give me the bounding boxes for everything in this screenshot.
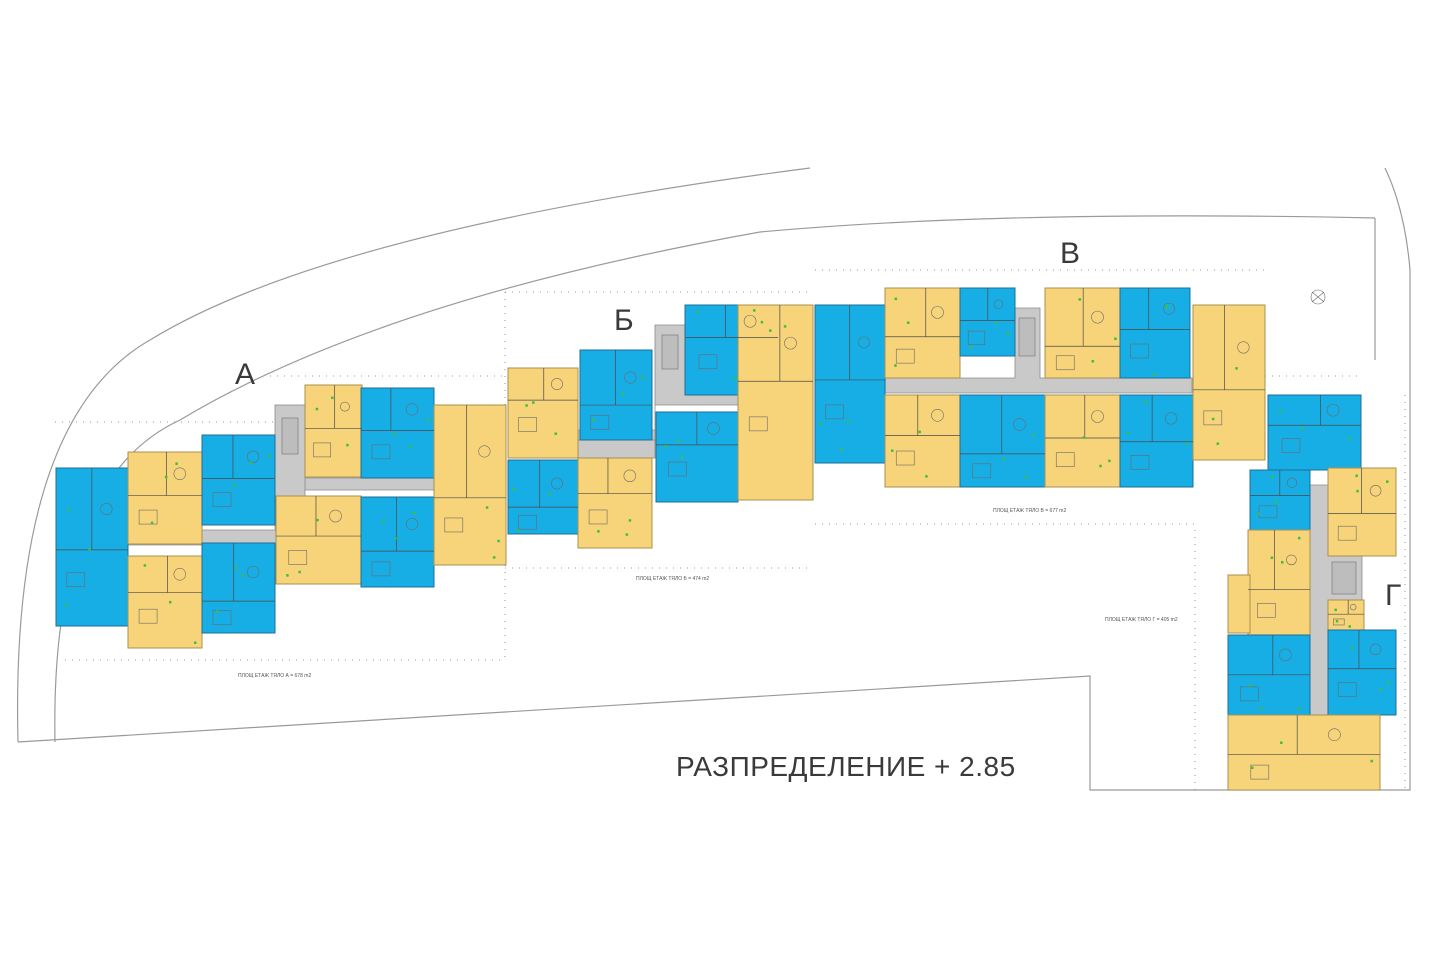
apartment-b2: [507, 459, 579, 535]
apartment-v8: [1119, 287, 1191, 379]
apartment-g3: [1327, 467, 1397, 557]
apartment-g9: [1227, 714, 1381, 791]
apartment-a4: [201, 434, 276, 526]
apartment-b7: [737, 304, 814, 501]
apartment-v6: [1044, 287, 1121, 379]
apartment-a2: [127, 451, 203, 545]
area-label-v: ПЛОЩ ЕТАЖ ТЯЛО В = 677 m2: [993, 508, 1066, 514]
section-a: [55, 384, 507, 649]
apartment-a3: [127, 555, 203, 649]
apartment-a5: [201, 542, 276, 634]
section-v: [814, 287, 1266, 488]
area-label-b: ПЛОЩ ЕТАЖ ТЯЛО Б = 474 m2: [636, 576, 709, 582]
area-label-g: ПЛОЩ ЕТАЖ ТЯЛО Г = 405 m2: [1105, 617, 1178, 623]
section-letter-a: А: [235, 358, 255, 391]
apartment-b4: [577, 457, 653, 549]
section-b: [507, 304, 814, 549]
apartment-v9: [1119, 394, 1194, 488]
section-letter-g: Г: [1385, 579, 1401, 612]
plan-title: РАЗПРЕДЕЛЕНИЕ + 2.85: [676, 751, 1016, 782]
apartment-a8: [360, 387, 435, 479]
apartment-g5: [1227, 574, 1251, 634]
area-label-a: ПЛОЩ ЕТАЖ ТЯЛО А = 678 m2: [238, 673, 311, 679]
apartment-a9: [360, 496, 435, 588]
section-letter-v: В: [1060, 237, 1080, 270]
apartment-a6: [275, 495, 362, 585]
section-letter-b: Б: [614, 304, 634, 337]
apartment-g4: [1247, 529, 1311, 636]
apartment-v10: [1192, 304, 1266, 461]
apartment-a10: [433, 404, 507, 566]
room-details: [56, 288, 1396, 780]
apartment-g8: [1327, 629, 1397, 716]
apartment-g7: [1327, 599, 1365, 631]
apartment-a7: [304, 384, 363, 478]
apartment-v7: [1044, 394, 1121, 488]
apartment-g1: [1267, 394, 1362, 471]
apartment-b3: [579, 349, 653, 441]
tree-icon: [1310, 289, 1326, 305]
apartment-v5: [959, 394, 1046, 488]
apartment-b1: [507, 367, 579, 459]
apartment-v3: [884, 394, 961, 488]
